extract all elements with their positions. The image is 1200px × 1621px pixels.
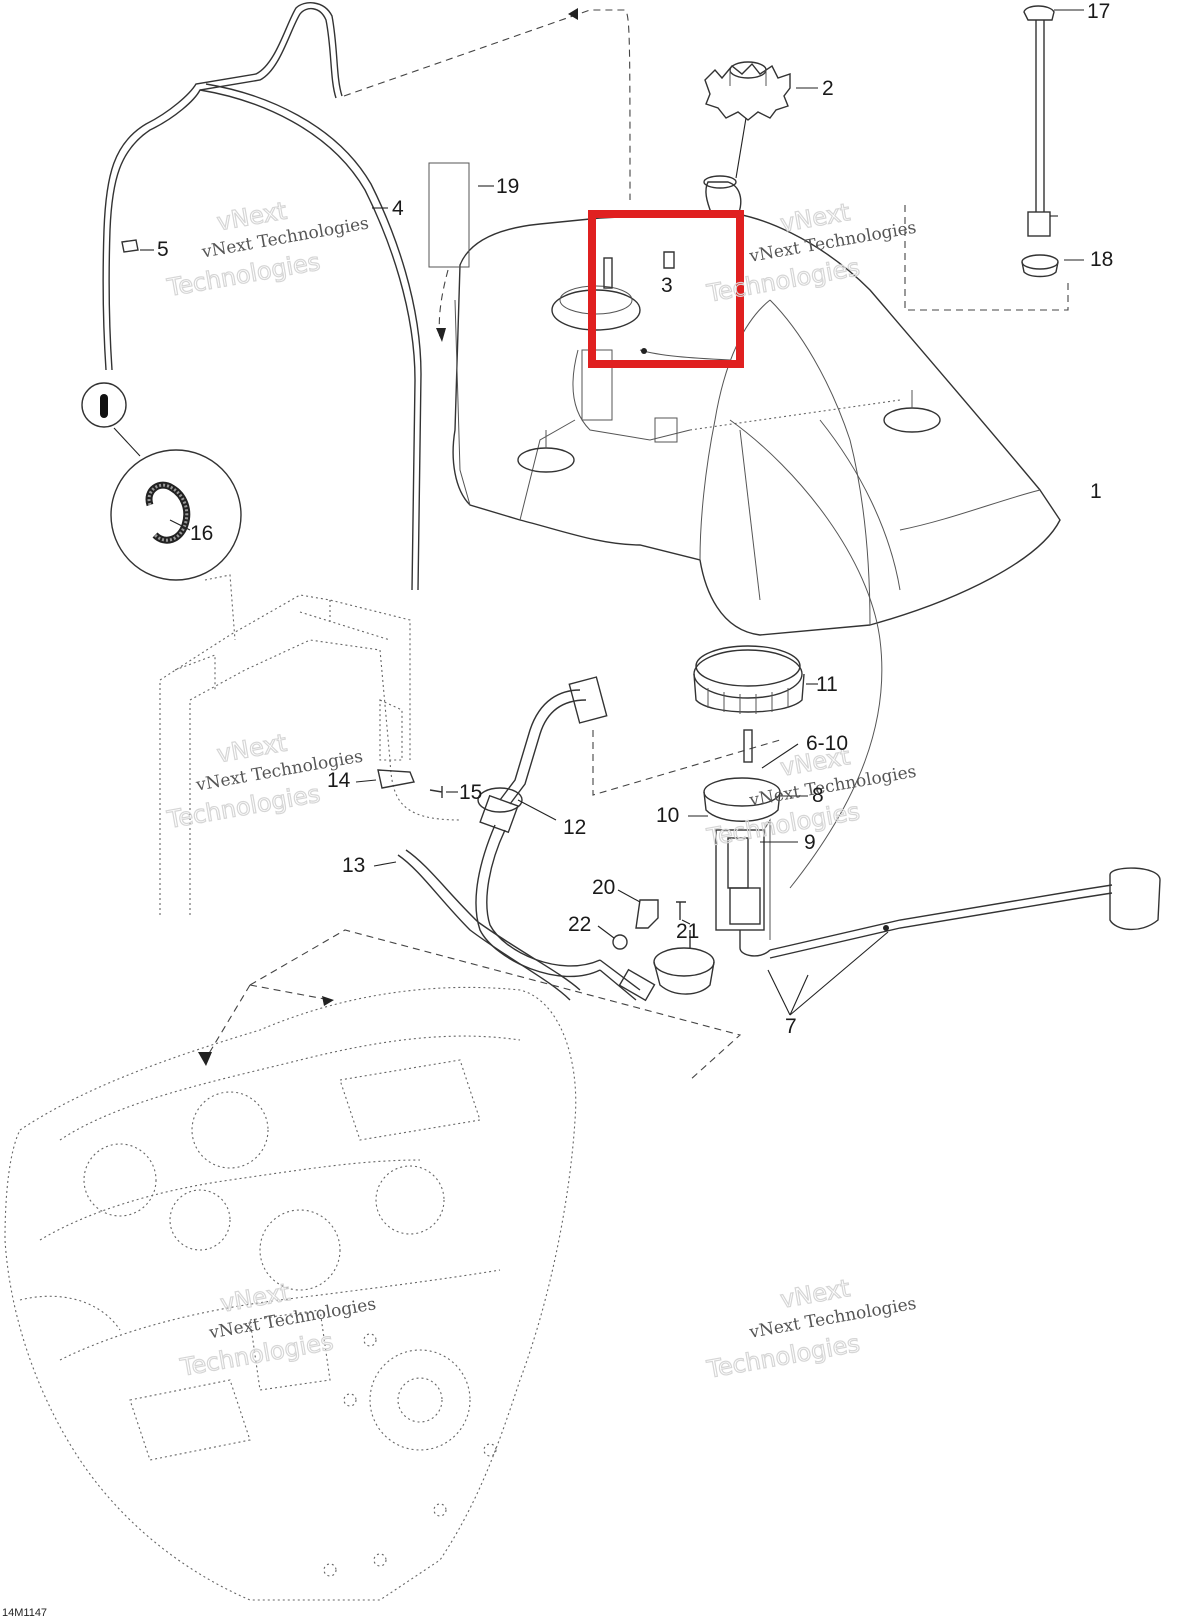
callout-12: 12 (563, 816, 586, 839)
callout-11: 11 (816, 673, 838, 696)
callout-9: 9 (804, 831, 816, 854)
watermark-6: vNext vNext Technologies Technologies (704, 1274, 918, 1385)
callout-20: 20 (592, 876, 615, 899)
callout-8: 8 (812, 784, 824, 807)
svg-text:Technologies: Technologies (165, 780, 323, 835)
label-sticker (428, 162, 494, 342)
fuel-line-assembly (355, 676, 781, 1002)
callout-18: 18 (1090, 248, 1113, 271)
watermark-2: vNext vNext Technologies Technologies (704, 198, 918, 309)
svg-text:Technologies: Technologies (178, 1327, 336, 1382)
watermark-5: vNext vNext Technologies Technologies (177, 1278, 378, 1383)
lock-ring (693, 645, 818, 714)
svg-text:Technologies: Technologies (704, 253, 862, 308)
callout-5: 5 (157, 238, 169, 261)
engine-outline (4, 929, 742, 1601)
level-sender (904, 5, 1084, 311)
spring-detail (81, 382, 242, 581)
callout-21: 21 (676, 920, 699, 943)
fuel-tank (452, 175, 1061, 636)
callout-2: 2 (822, 77, 834, 100)
callout-6-10: 6-10 (806, 732, 848, 755)
callout-22: 22 (568, 913, 591, 936)
callout-13: 13 (342, 854, 365, 877)
bracket-hardware (597, 889, 691, 950)
callout-10: 10 (656, 804, 679, 827)
callout-15: 15 (459, 781, 482, 804)
watermark-1: vNext vNext Technologies Technologies (164, 196, 370, 303)
svg-text:Technologies: Technologies (704, 1329, 862, 1384)
fuel-pump-module (688, 729, 808, 957)
sender-cables (653, 419, 1161, 1016)
callout-labels: 1 2 3 4 5 6-10 7 8 9 10 11 12 13 14 15 1… (157, 0, 1113, 1038)
callout-7: 7 (785, 1015, 797, 1038)
frame-outline (159, 574, 461, 915)
callout-1: 1 (1090, 480, 1102, 503)
callout-14: 14 (327, 769, 351, 792)
callout-3: 3 (661, 274, 673, 297)
callout-19: 19 (496, 175, 519, 198)
figure-code: 14M1147 (2, 1607, 47, 1619)
callout-16: 16 (190, 522, 213, 545)
filler-cap (704, 61, 818, 179)
svg-text:Technologies: Technologies (165, 248, 323, 303)
highlight-box (588, 210, 744, 368)
callout-17: 17 (1087, 0, 1110, 23)
vent-hose (102, 2, 631, 591)
callout-4: 4 (392, 197, 404, 220)
hose-13 (373, 849, 581, 1001)
